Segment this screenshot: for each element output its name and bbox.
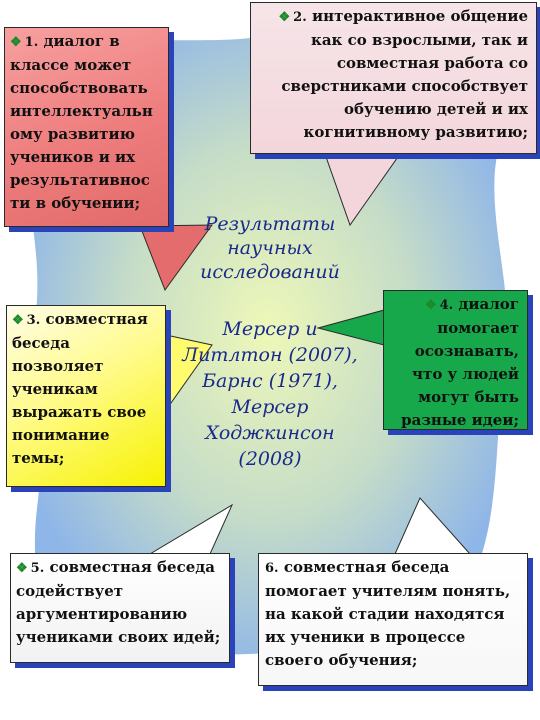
center-title: Результаты научных исследований xyxy=(200,213,340,283)
diamond-bullet-icon: ❖ xyxy=(12,313,24,328)
callout-6: 6. совместная беседа помогает учителям п… xyxy=(258,553,528,686)
callout-2-text: интерактивное общение как со взрослыми, … xyxy=(281,7,528,141)
callout-6-text: совместная беседа помогает учителям поня… xyxy=(265,558,511,669)
callout-3-text: совместная беседа позволяет ученикам выр… xyxy=(12,310,148,467)
diamond-bullet-icon: ❖ xyxy=(278,10,291,25)
callout-3: ❖3. совместная беседа позволяет ученикам… xyxy=(6,305,166,487)
callout-5-text: совместная беседа содействует аргументир… xyxy=(16,558,221,646)
callout-1-tail xyxy=(139,224,213,292)
callout-2-number: 2. xyxy=(293,10,307,25)
center-authors: Мерсер и Литлтон (2007), Барнс (1971), М… xyxy=(182,318,358,470)
callout-1-number: 1. xyxy=(24,35,39,50)
callout-4-text: диалог помогает осознавать, что у людей … xyxy=(401,295,519,429)
callout-4-number: 4. xyxy=(439,298,454,313)
callout-1: ❖1. диалог в классе может способствовать… xyxy=(4,27,169,227)
callout-4: ❖4. диалог помогает осознавать, что у лю… xyxy=(383,290,528,430)
diamond-bullet-icon: ❖ xyxy=(424,298,437,313)
callout-3-number: 3. xyxy=(26,313,41,328)
callout-3-tail xyxy=(165,334,213,412)
diamond-bullet-icon: ❖ xyxy=(10,35,22,50)
callout-5: ❖5. совместная беседа содействует аргуме… xyxy=(10,553,230,663)
callout-5-number: 5. xyxy=(30,561,45,576)
callout-1-text: диалог в классе может способствовать инт… xyxy=(10,32,153,212)
callout-2-tail xyxy=(324,153,401,227)
diamond-bullet-icon: ❖ xyxy=(16,561,28,576)
callout-6-number: 6. xyxy=(265,561,279,576)
callout-2: ❖2. интерактивное общение как со взрослы… xyxy=(250,2,537,154)
